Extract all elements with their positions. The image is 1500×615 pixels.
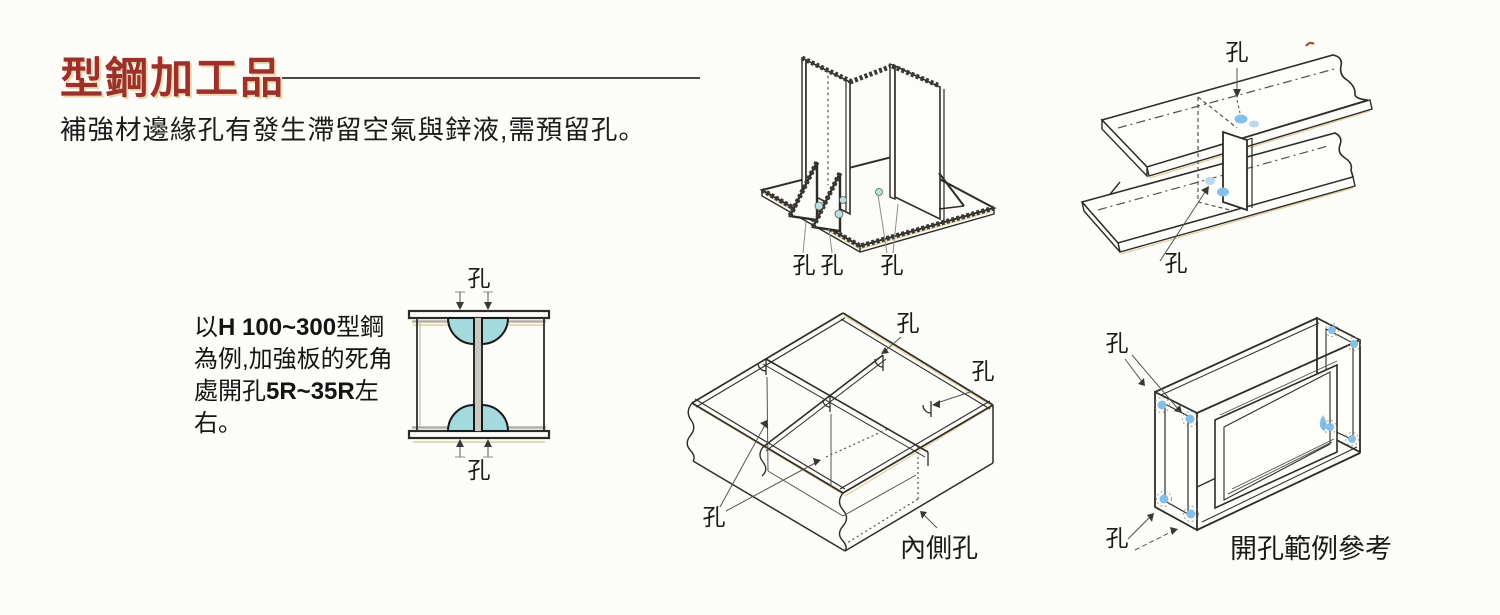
bottom-flange xyxy=(1080,132,1356,255)
vent-hole xyxy=(1326,423,1334,431)
vent-hole xyxy=(1157,400,1167,410)
hole-label: 孔 xyxy=(793,252,816,278)
hole-label: 孔 xyxy=(1106,330,1129,356)
vent-hole xyxy=(834,209,844,219)
vent-hole xyxy=(1186,509,1196,519)
vent-hole xyxy=(1185,414,1195,424)
hole-label: 孔 xyxy=(1226,39,1249,65)
top-hole-callout: 孔 xyxy=(455,268,493,310)
ibeam-stiffener-diagram: 孔 孔 xyxy=(1080,39,1373,276)
hole-label: 孔 xyxy=(703,504,726,530)
scallop-hole xyxy=(481,317,510,346)
note-seg5: 左右。 xyxy=(194,378,379,437)
hole-callouts: 孔 孔 xyxy=(1159,39,1249,276)
vent-hole xyxy=(1159,494,1169,504)
vent-hole xyxy=(1348,435,1356,443)
title-rule xyxy=(282,77,700,79)
hole-callouts: 孔 孔 孔 xyxy=(703,310,995,530)
hole-marks xyxy=(1154,323,1361,522)
vent-hole xyxy=(1319,415,1327,431)
vent-hole xyxy=(839,196,847,204)
scallop-mark xyxy=(822,399,831,408)
section-drawing xyxy=(407,309,551,443)
hole-callouts: 孔 孔 xyxy=(1106,330,1182,551)
hole-label: 孔 xyxy=(468,268,491,291)
scallop-mark xyxy=(922,404,932,414)
hbeam-section-diagram: 孔 孔 xyxy=(407,268,551,483)
scallop-mark xyxy=(874,358,884,368)
hole-label: 孔 xyxy=(897,310,920,336)
centerline xyxy=(1117,67,1339,129)
note-radius-range: 5R~35R xyxy=(266,378,355,405)
bottom-hole-callout: 孔 xyxy=(455,439,493,483)
vent-hole xyxy=(875,188,883,196)
print-speck xyxy=(1305,41,1315,47)
page-subtitle: 補強材邊緣孔有發生滯留空氣與鋅液,需預留孔。 xyxy=(60,115,646,145)
inner-hole-label: 內側孔 xyxy=(900,533,978,563)
hidden-stiffener xyxy=(1197,96,1238,211)
hole-label: 孔 xyxy=(972,358,995,384)
inner-walls xyxy=(757,354,932,517)
vent-hole xyxy=(1328,326,1336,334)
hole-label: 孔 xyxy=(821,252,844,278)
note-seg1: 以 xyxy=(194,314,218,341)
note-size-range: H 100~300 xyxy=(218,314,337,341)
top-flange xyxy=(1100,54,1373,179)
scallop-hole xyxy=(481,403,510,432)
rim-walls xyxy=(686,312,994,552)
vent-hole xyxy=(814,201,824,211)
page-title: 型鋼加工品 xyxy=(60,55,285,103)
front-face xyxy=(1154,390,1198,532)
column-base-diagram: 孔 孔 孔 xyxy=(759,55,997,278)
scallop-hole xyxy=(446,317,475,346)
hole-marks xyxy=(1205,114,1259,197)
bottom-flange xyxy=(407,429,551,440)
column-shaft xyxy=(800,55,945,221)
vent-hole xyxy=(1350,340,1358,348)
gusset-stiffeners xyxy=(787,160,965,233)
break-line xyxy=(686,402,695,462)
vent-hole xyxy=(1217,187,1229,197)
through-opening xyxy=(1214,363,1338,510)
vent-hole xyxy=(1249,120,1259,128)
stiffener-plate xyxy=(1222,130,1253,212)
vent-hole xyxy=(1205,177,1215,185)
hidden-lines xyxy=(825,427,919,544)
scallop-hole xyxy=(446,403,475,432)
hole-callouts: 孔 孔 孔 xyxy=(793,194,904,278)
scallop-mark xyxy=(757,362,767,372)
vent-hole xyxy=(1234,114,1248,124)
box-frame-diagram: 孔 孔 開孔範例參考 xyxy=(1106,316,1392,564)
break-line xyxy=(759,446,767,477)
hole-label: 孔 xyxy=(1106,525,1129,551)
grid-structure-diagram: 孔 孔 孔 內側孔 xyxy=(686,310,995,563)
note-seg3: 型鋼為例,加強板的死角處開孔 xyxy=(194,314,393,405)
inner-hole-callout: 內側孔 xyxy=(900,511,978,563)
note-paragraph: 以H 100~300型鋼為例,加強板的死角處開孔5R~35R左右。 xyxy=(194,312,400,440)
hole-label: 孔 xyxy=(1165,250,1188,276)
web xyxy=(474,318,482,431)
hole-label: 孔 xyxy=(881,252,904,278)
hole-label: 孔 xyxy=(468,457,491,483)
top-flange xyxy=(407,309,551,320)
example-caption: 開孔範例參考 xyxy=(1230,534,1392,564)
break-line xyxy=(838,492,848,552)
